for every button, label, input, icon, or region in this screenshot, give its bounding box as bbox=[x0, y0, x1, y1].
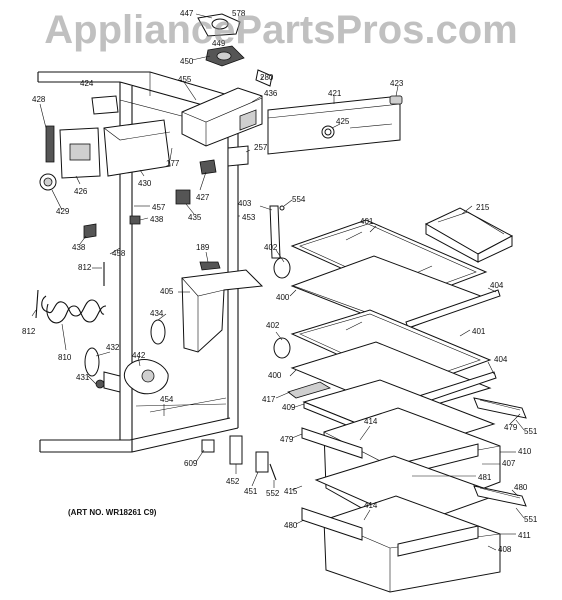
part-label: 480 bbox=[514, 483, 528, 492]
part-label: 812 bbox=[78, 263, 92, 272]
art-number: (ART NO. WR18261 C9) bbox=[68, 508, 157, 517]
part-label: 400 bbox=[268, 371, 282, 380]
part-label: 280 bbox=[260, 73, 274, 82]
evaporator-fan bbox=[84, 319, 169, 395]
part-label: 404 bbox=[490, 281, 504, 290]
drawer-lower bbox=[301, 455, 527, 593]
part-label: 812 bbox=[22, 327, 36, 336]
part-label: 177 bbox=[166, 159, 180, 168]
part-label: 447 bbox=[180, 9, 194, 18]
bottom-brackets bbox=[201, 435, 277, 481]
defrost-heater bbox=[35, 289, 107, 324]
part-label: 257 bbox=[254, 143, 268, 152]
part-label: 405 bbox=[160, 287, 174, 296]
part-label: 578 bbox=[232, 9, 246, 18]
air-duct bbox=[181, 269, 264, 353]
part-label: 810 bbox=[58, 353, 72, 362]
part-label: 401 bbox=[472, 327, 486, 336]
part-label: 457 bbox=[152, 203, 166, 212]
part-label: 426 bbox=[74, 187, 88, 196]
part-label: 438 bbox=[72, 243, 86, 252]
part-label: 425 bbox=[336, 117, 350, 126]
part-label: 414 bbox=[364, 501, 378, 510]
part-label: 189 bbox=[196, 243, 210, 252]
part-label: 442 bbox=[132, 351, 146, 360]
part-label: 480 bbox=[284, 521, 298, 530]
part-label: 479 bbox=[504, 423, 518, 432]
part-label: 609 bbox=[184, 459, 198, 468]
part-label: 424 bbox=[80, 79, 94, 88]
part-label: 409 bbox=[282, 403, 296, 412]
part-label: 427 bbox=[196, 193, 210, 202]
part-label: 434 bbox=[150, 309, 164, 318]
part-label: 401 bbox=[360, 217, 374, 226]
part-label: 421 bbox=[328, 89, 342, 98]
part-label: 436 bbox=[264, 89, 278, 98]
glass-shelf-upper bbox=[273, 219, 501, 331]
leader-lines bbox=[31, 13, 525, 551]
part-label: 404 bbox=[494, 355, 508, 364]
part-label: 453 bbox=[242, 213, 256, 222]
part-label: 454 bbox=[160, 395, 174, 404]
part-label: 215 bbox=[476, 203, 490, 212]
part-label: 429 bbox=[56, 207, 70, 216]
part-label: 479 bbox=[280, 435, 294, 444]
part-label: 552 bbox=[266, 489, 280, 498]
control-housing bbox=[181, 87, 263, 147]
part-label: 431 bbox=[76, 373, 90, 382]
part-label: 414 bbox=[364, 417, 378, 426]
part-label: 430 bbox=[138, 179, 152, 188]
small-parts bbox=[39, 69, 403, 286]
part-label: 417 bbox=[262, 395, 276, 404]
part-label: 435 bbox=[188, 213, 202, 222]
light-shield-assembly bbox=[197, 13, 245, 67]
control-panel bbox=[267, 95, 401, 155]
part-label: 449 bbox=[212, 39, 226, 48]
part-label: 407 bbox=[502, 459, 516, 468]
part-label: 458 bbox=[112, 249, 126, 258]
shelf-bin bbox=[424, 207, 514, 263]
part-labels: 447 578 449 450 424 455 280 436 421 423 … bbox=[22, 9, 538, 554]
part-label: 450 bbox=[180, 57, 194, 66]
part-label: 451 bbox=[244, 487, 258, 496]
part-label: 415 bbox=[284, 487, 298, 496]
part-label: 428 bbox=[32, 95, 46, 104]
part-label: 402 bbox=[266, 321, 280, 330]
part-label: 423 bbox=[390, 79, 404, 88]
part-label: 554 bbox=[292, 195, 306, 204]
part-label: 455 bbox=[178, 75, 192, 84]
part-label: 411 bbox=[518, 531, 531, 540]
part-label: 408 bbox=[498, 545, 512, 554]
part-label: 481 bbox=[478, 473, 492, 482]
part-label: 402 bbox=[264, 243, 278, 252]
part-label: 438 bbox=[150, 215, 164, 224]
part-label: 400 bbox=[276, 293, 290, 302]
part-label: 432 bbox=[106, 343, 120, 352]
part-label: 551 bbox=[524, 427, 538, 436]
part-label: 551 bbox=[524, 515, 538, 524]
part-label: 410 bbox=[518, 447, 532, 456]
part-label: 452 bbox=[226, 477, 240, 486]
part-label: 403 bbox=[238, 199, 252, 208]
